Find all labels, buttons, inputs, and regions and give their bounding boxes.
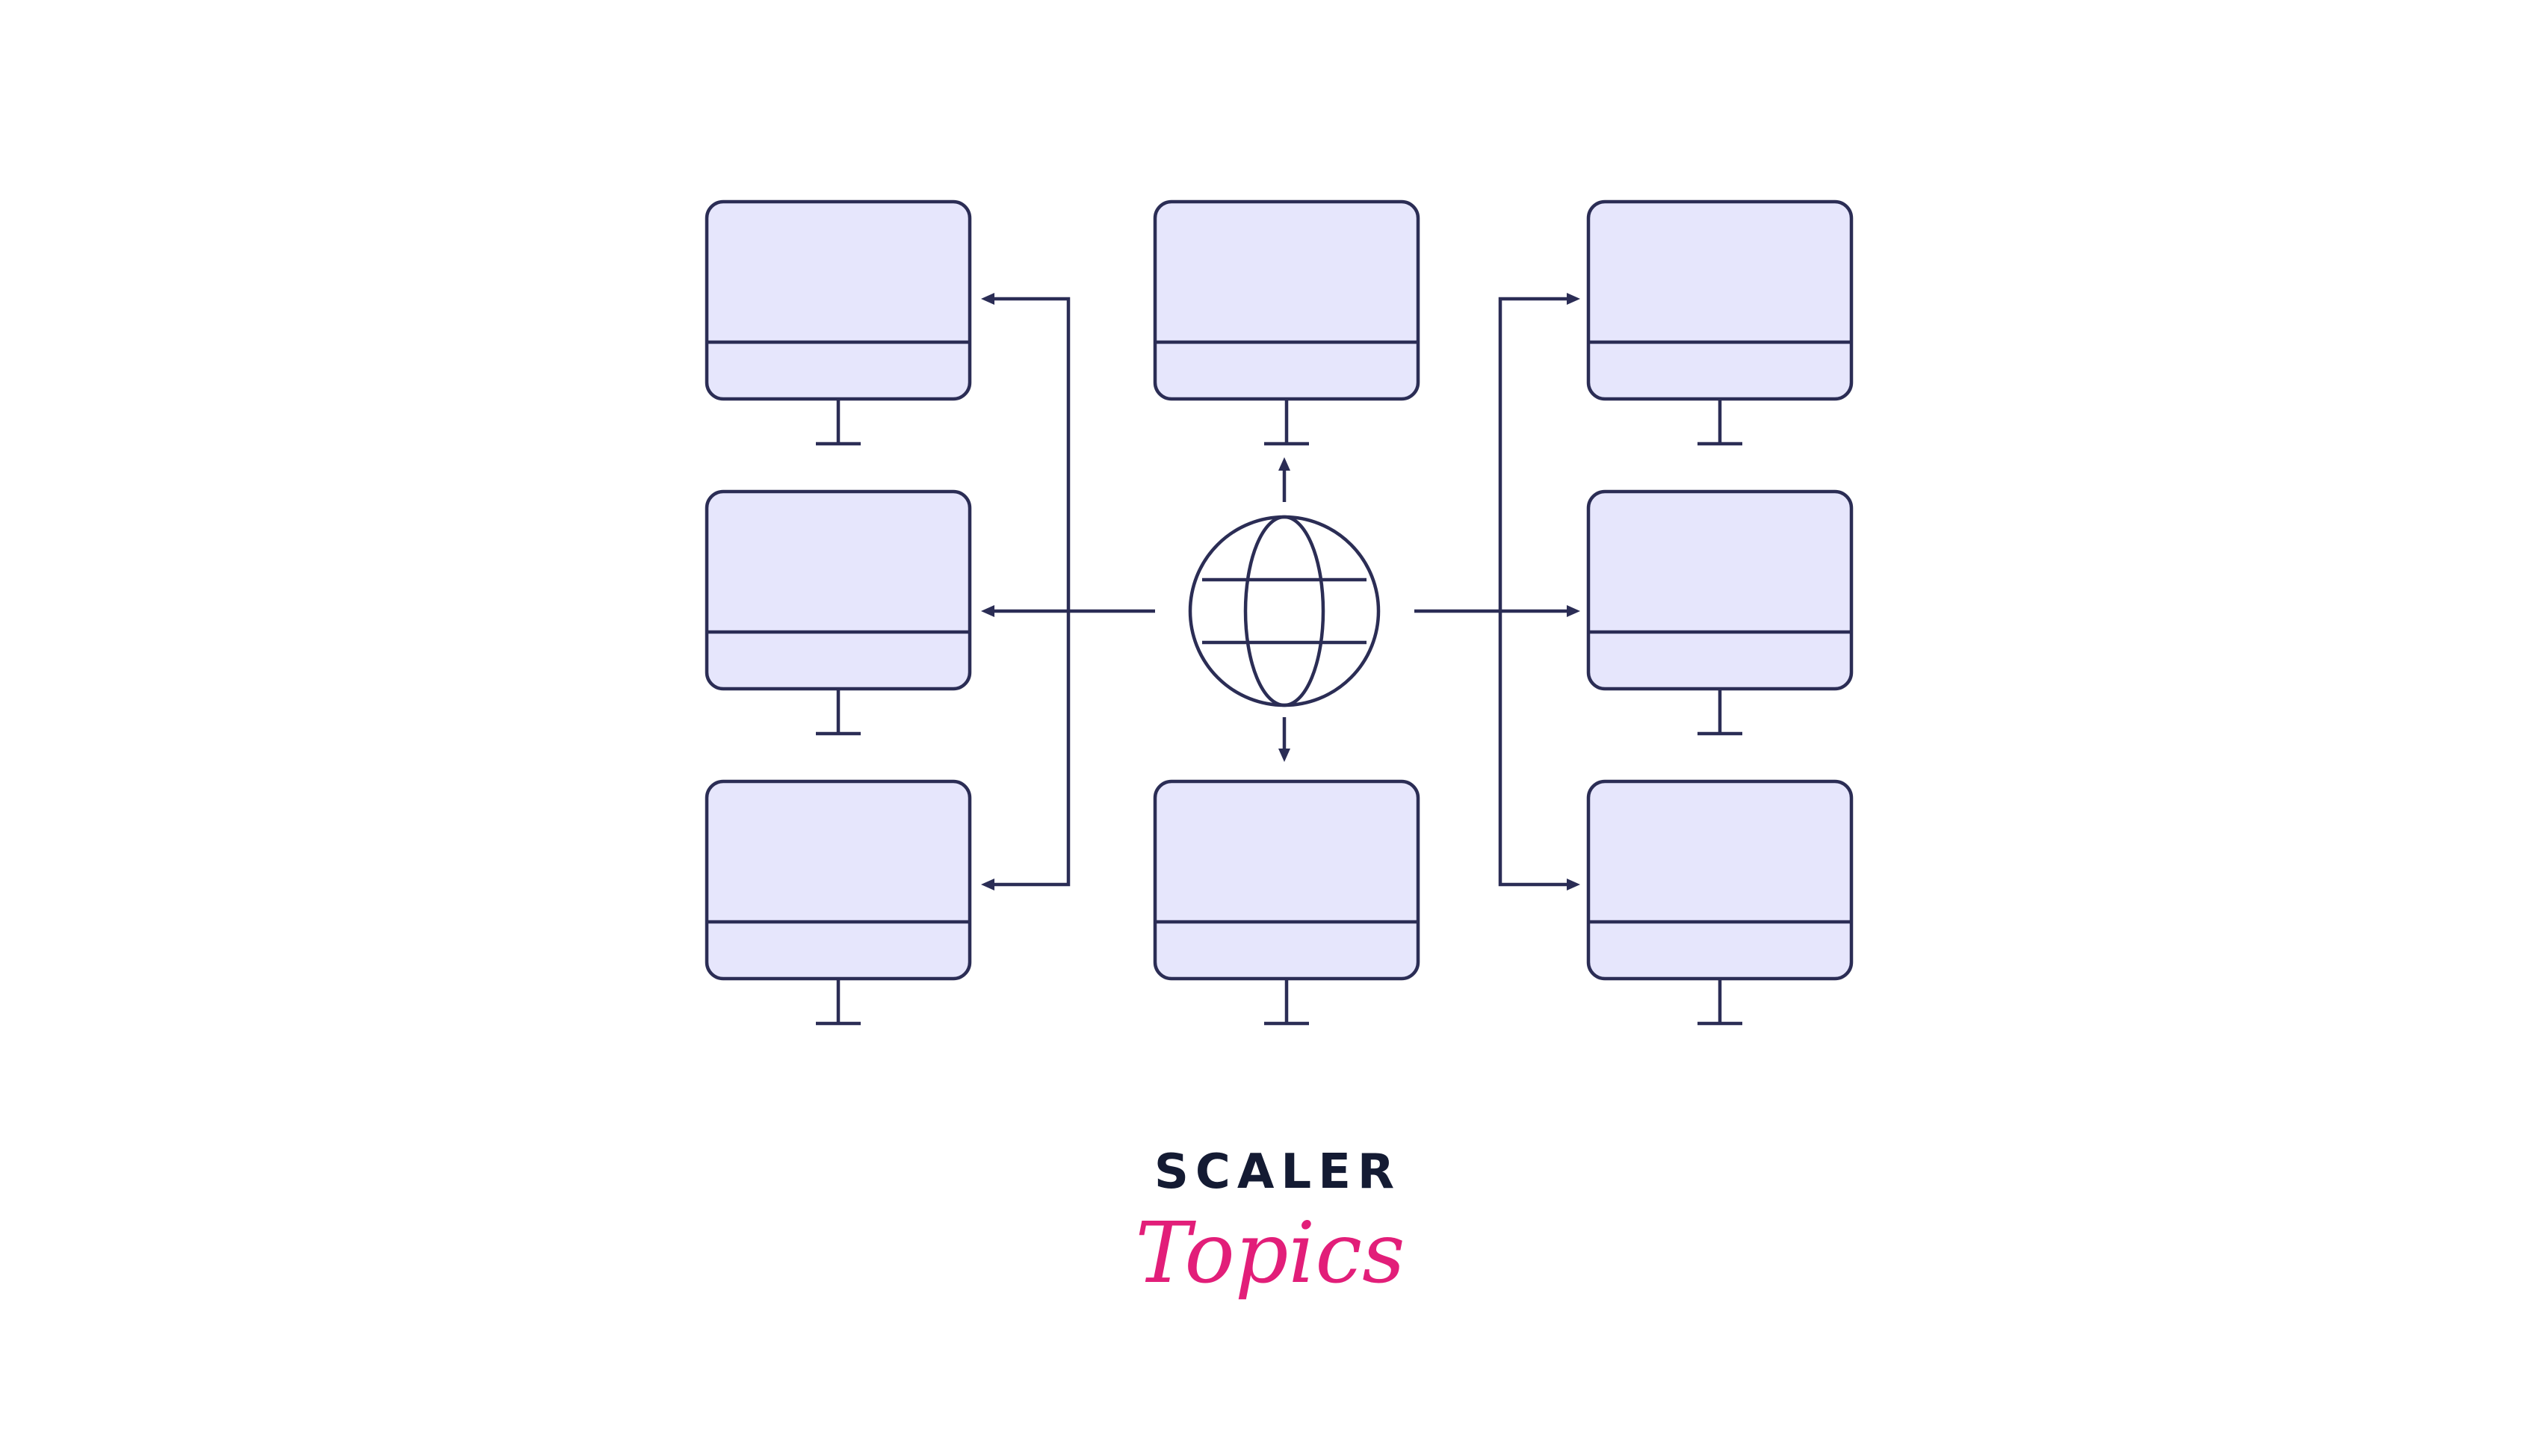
monitor-icon-center-top	[1155, 202, 1418, 444]
monitor-icon-right-bottom	[1588, 781, 1851, 1023]
connector-right-bus	[1414, 293, 1580, 890]
connector-down	[1278, 717, 1290, 762]
scaler-topics-logo: SCALER Topics	[1135, 1144, 1405, 1302]
monitor-icon-left-top	[707, 202, 970, 444]
logo-script: Topics	[1135, 1205, 1405, 1302]
monitor-icon-center-bottom	[1155, 781, 1418, 1023]
monitor-icon-left-bottom	[707, 781, 970, 1023]
connector-left-bus	[981, 293, 1155, 890]
monitor-icon-left-middle	[707, 492, 970, 734]
monitor-icon-right-top	[1588, 202, 1851, 444]
logo-wordmark: SCALER	[1154, 1144, 1401, 1200]
globe-icon	[1188, 515, 1381, 707]
connector-up	[1278, 457, 1290, 502]
monitor-icon-right-middle	[1588, 492, 1851, 734]
